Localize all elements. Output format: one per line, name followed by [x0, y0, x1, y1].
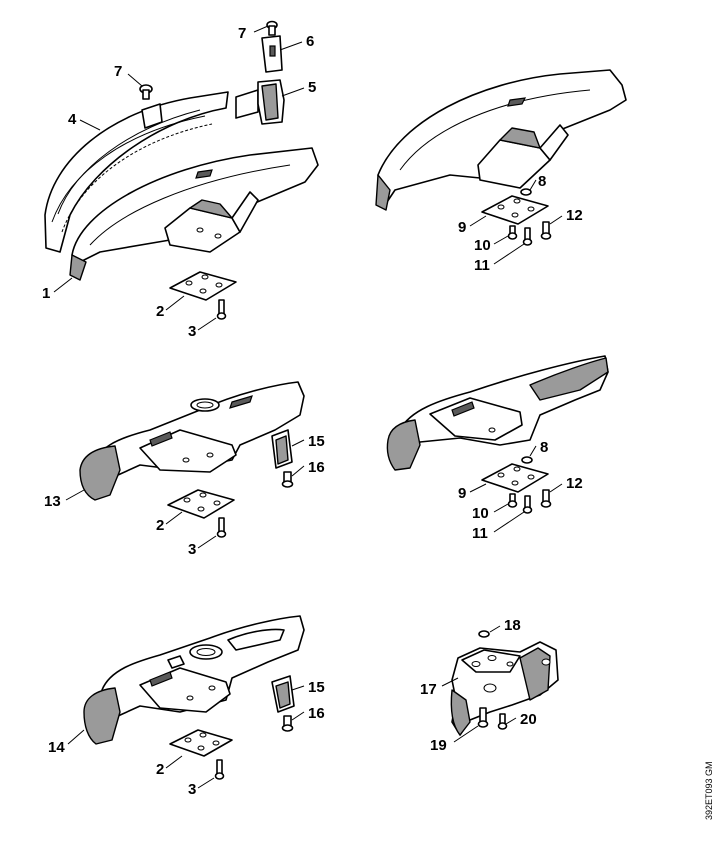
label-13: 13: [44, 493, 61, 510]
label-2-a: 2: [156, 303, 164, 320]
part-9-plate-b: [481, 463, 549, 493]
label-15-b: 15: [308, 679, 325, 696]
part-number-labels: 7 6 7 5 4 1 2 3 8 9 10 11 12 13 15 16 2 …: [42, 25, 583, 798]
guard-assembly-bottom-left: [83, 615, 305, 780]
label-10-a: 10: [474, 237, 491, 254]
part-15-bracket-a: [271, 429, 293, 469]
guard-assembly-middle-left: [79, 381, 305, 538]
drawing-code: 392ET093 GM: [704, 761, 714, 820]
label-8-b: 8: [540, 439, 548, 456]
part-10-screw-a: [507, 225, 518, 240]
part-12-screw-b: [540, 489, 552, 508]
label-20: 20: [520, 711, 537, 728]
part-8-washer-b: [521, 456, 533, 464]
part-1-guard: [69, 147, 319, 281]
part-10-screw-b: [507, 493, 518, 508]
part-9-plate-a: [481, 195, 549, 225]
label-7-left: 7: [114, 63, 122, 80]
part-20-screw: [497, 713, 508, 730]
part-18-washer: [478, 630, 490, 638]
label-17: 17: [420, 681, 437, 698]
part-16-screw-a: [281, 471, 294, 488]
guard-assembly-bottom-right: [450, 630, 559, 736]
label-12-b: 12: [566, 475, 583, 492]
label-15-a: 15: [308, 433, 325, 450]
label-2-c: 2: [156, 761, 164, 778]
label-9-a: 9: [458, 219, 466, 236]
part-16-screw-b: [281, 715, 294, 732]
part-2-plate-b: [167, 489, 235, 519]
label-6: 6: [306, 33, 314, 50]
part-12-screw-a: [540, 221, 552, 240]
label-16-a: 16: [308, 459, 325, 476]
part-2-plate-c: [169, 729, 233, 757]
label-19: 19: [430, 737, 447, 754]
label-1: 1: [42, 285, 50, 302]
label-12-a: 12: [566, 207, 583, 224]
part-7-screw-a: [139, 84, 153, 100]
label-4: 4: [68, 111, 77, 128]
part-2-plate-a: [169, 271, 237, 301]
label-2-b: 2: [156, 517, 164, 534]
part-19-screw: [477, 707, 489, 728]
label-3-a: 3: [188, 323, 196, 340]
label-5: 5: [308, 79, 316, 96]
part-6-bracket: [261, 20, 283, 73]
label-7-top: 7: [238, 25, 246, 42]
part-3-screw-b: [216, 517, 227, 538]
part-11-screw-b: [522, 495, 533, 514]
label-16-b: 16: [308, 705, 325, 722]
label-11-a: 11: [474, 257, 490, 274]
part-3-screw-a: [216, 299, 227, 320]
part-5-clamp: [235, 79, 285, 125]
label-3-c: 3: [188, 781, 196, 798]
label-18: 18: [504, 617, 521, 634]
label-11-b: 11: [472, 525, 488, 542]
label-10-b: 10: [472, 505, 489, 522]
part-8-washer-a: [520, 188, 532, 196]
guard-assembly-middle-right: [386, 355, 609, 514]
leader-lines: [53, 25, 563, 789]
part-3-screw-c: [214, 759, 225, 780]
label-9-b: 9: [458, 485, 466, 502]
part-17-housing: [450, 641, 559, 736]
part-4-skirt: [44, 91, 229, 253]
label-14: 14: [48, 739, 65, 756]
part-15-bracket-b: [271, 675, 295, 713]
guard-assembly-top-left: [44, 20, 319, 320]
part-11-screw-a: [522, 227, 533, 246]
label-8-a: 8: [538, 173, 546, 190]
label-3-b: 3: [188, 541, 196, 558]
guard-assembly-top-right: [375, 69, 627, 246]
